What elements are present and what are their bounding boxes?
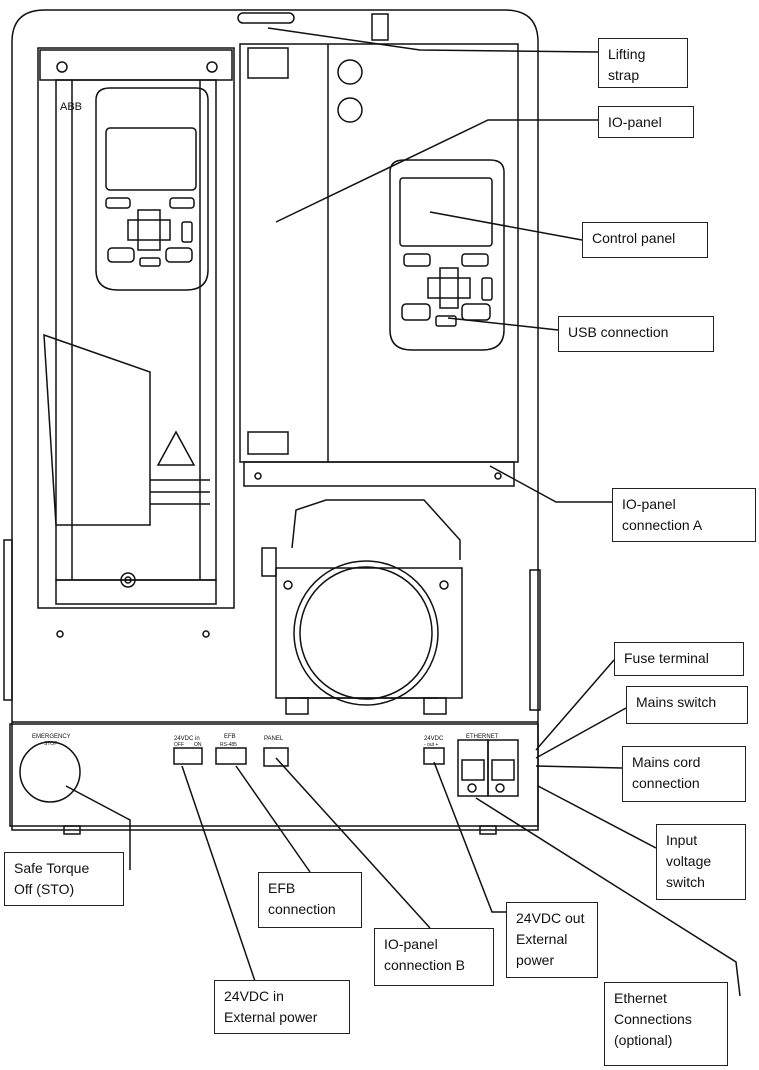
- panel-connector: [263, 747, 289, 767]
- callout-safe-torque-off: Safe Torque Off (STO): [4, 852, 124, 906]
- io-panel: [239, 43, 519, 463]
- callout-line: power: [516, 952, 555, 968]
- callout-line: IO-panel: [608, 114, 662, 130]
- callout-line: connection: [632, 775, 700, 791]
- callout-24vdc-out-external-power: 24VDC out External power: [506, 902, 598, 978]
- label-efb-sub: RS-485: [220, 742, 237, 748]
- emergency-stop-button: [19, 741, 81, 803]
- label-on: ON: [194, 742, 202, 748]
- brand-logo: ABB: [60, 101, 82, 113]
- label-off: OFF: [174, 742, 184, 748]
- callout-line: voltage: [666, 853, 712, 869]
- callout-line: Mains switch: [636, 694, 717, 710]
- callout-io-panel-connection-b: IO-panel connection B: [374, 928, 494, 986]
- callout-24vdc-in-external-power: 24VDC in External power: [214, 980, 350, 1034]
- 24vdc-in-switch: [173, 747, 203, 765]
- callout-line: connection: [268, 901, 336, 917]
- callout-line: External power: [224, 1009, 318, 1025]
- callout-line: Safe Torque: [14, 860, 90, 876]
- callout-line: strap: [608, 67, 640, 83]
- bottom-connector-panel: [9, 723, 539, 827]
- label-24vdc-out-sub: - out +: [424, 742, 438, 748]
- ethernet-port-2: [487, 739, 519, 797]
- callout-line: Fuse terminal: [624, 650, 709, 666]
- callout-line: (optional): [614, 1032, 673, 1048]
- callout-line: 24VDC in: [224, 988, 284, 1004]
- callout-line: IO-panel: [384, 936, 438, 952]
- callout-line: 24VDC out: [516, 910, 585, 926]
- label-24vdc-out: 24VDC: [424, 736, 444, 742]
- enclosure-outline: [11, 9, 539, 831]
- callout-io-panel: IO-panel: [598, 106, 694, 138]
- efb-terminal: [215, 747, 247, 765]
- callout-fuse-terminal: Fuse terminal: [614, 642, 744, 676]
- callout-control-panel: Control panel: [582, 222, 708, 258]
- callout-line: Mains cord: [632, 754, 701, 770]
- callout-efb-connection: EFB connection: [258, 872, 362, 928]
- callout-line: Connections: [614, 1011, 692, 1027]
- label-emergency-sub: STOP: [44, 741, 58, 747]
- label-24vdc-in: 24VDC in: [174, 736, 200, 742]
- callout-line: USB connection: [568, 324, 669, 340]
- label-emergency: EMERGENCY: [32, 734, 71, 740]
- callout-mains-switch: Mains switch: [626, 686, 748, 724]
- callout-input-voltage-switch: Input voltage switch: [656, 824, 746, 900]
- callout-mains-cord-connection: Mains cord connection: [622, 746, 746, 802]
- callout-line: Off (STO): [14, 881, 75, 897]
- callout-io-panel-connection-a: IO-panel connection A: [612, 488, 756, 542]
- callout-line: connection A: [622, 517, 703, 533]
- control-panel-keypad: [389, 159, 505, 351]
- callout-line: Ethernet: [614, 990, 667, 1006]
- label-efb: EFB: [224, 734, 236, 740]
- callout-line: Control panel: [592, 230, 676, 246]
- callout-line: switch: [666, 874, 705, 890]
- callout-lifting-strap: Lifting strap: [598, 38, 688, 88]
- 24vdc-out-terminal: [423, 747, 445, 765]
- callout-line: EFB: [268, 880, 296, 896]
- callout-line: Input: [666, 832, 698, 848]
- callout-line: Lifting: [608, 46, 646, 62]
- lifting-strap: [237, 12, 295, 24]
- callout-ethernet-connections: Ethernet Connections (optional): [604, 982, 728, 1066]
- motor: [261, 499, 463, 715]
- callout-line: connection B: [384, 957, 465, 973]
- drive-unit: [37, 47, 235, 609]
- callout-usb-connection: USB connection: [558, 316, 714, 352]
- label-panel: PANEL: [264, 736, 284, 742]
- label-ethernet: ETHERNET: [466, 734, 499, 740]
- usb-port: [435, 315, 457, 327]
- callout-line: IO-panel: [622, 496, 676, 512]
- callout-line: External: [516, 931, 568, 947]
